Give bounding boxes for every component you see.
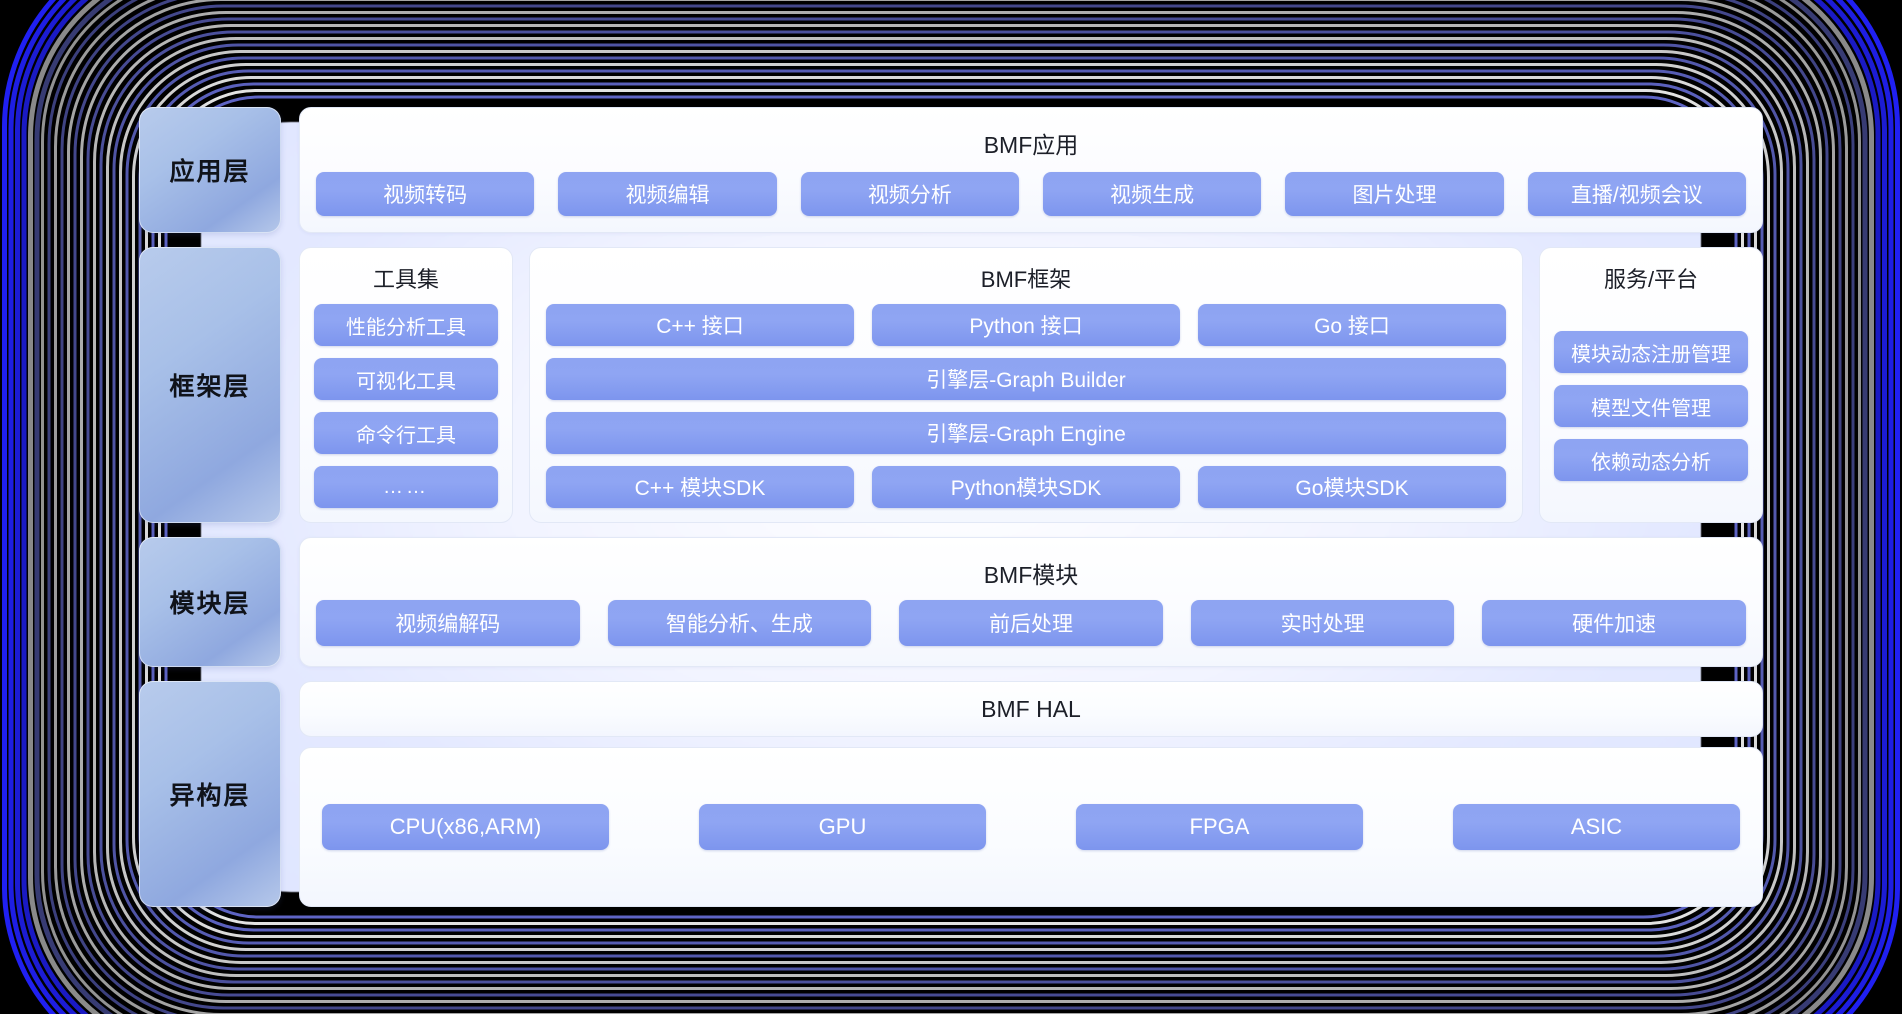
layer-module: 模块层 BMF模块 视频编解码 智能分析、生成 前后处理 实时处理 硬件加速 [139,537,1763,667]
panel-title-hal: BMF HAL [299,681,1763,737]
panel-title-framework: BMF框架 [980,267,1072,292]
chip-module-0[interactable]: 视频编解码 [316,600,580,646]
chip-service-2[interactable]: 依赖动态分析 [1554,439,1748,481]
layer-framework: 框架层 工具集 性能分析工具 可视化工具 命令行工具 …… BMF框架 [139,247,1763,523]
architecture-card: 应用层 BMF应用 视频转码 视频编辑 视频分析 视频生成 图片处理 直播/视频… [139,107,1763,907]
chip-app-0[interactable]: 视频转码 [316,172,535,216]
toolset-chip-stack: 性能分析工具 可视化工具 命令行工具 …… [314,304,498,508]
panel-title-service-platform: 服务/平台 [1603,267,1699,292]
hal-chip-row: CPU(x86,ARM) GPU FPGA ASIC [322,804,1740,850]
chip-service-0[interactable]: 模块动态注册管理 [1554,331,1748,373]
application-chip-row: 视频转码 视频编辑 视频分析 视频生成 图片处理 直播/视频会议 [316,170,1746,216]
chip-hal-gpu[interactable]: GPU [699,804,986,850]
chip-module-2[interactable]: 前后处理 [899,600,1163,646]
chip-interface-python[interactable]: Python 接口 [872,304,1180,346]
framework-chip-stack: C++ 接口 Python 接口 Go 接口 引擎层-Graph Builder… [546,304,1506,508]
chip-engine-graph-engine[interactable]: 引擎层-Graph Engine [546,412,1506,454]
chip-hal-asic[interactable]: ASIC [1453,804,1740,850]
framework-interface-row: C++ 接口 Python 接口 Go 接口 [546,304,1506,346]
chip-hal-cpu[interactable]: CPU(x86,ARM) [322,804,609,850]
chip-module-3[interactable]: 实时处理 [1190,600,1455,646]
chip-sdk-python[interactable]: Python模块SDK [872,466,1180,508]
chip-app-5[interactable]: 直播/视频会议 [1527,172,1746,216]
chip-app-3[interactable]: 视频生成 [1042,172,1262,216]
panel-bmf-hal: BMF HAL CPU(x86,ARM) GPU FPGA ASIC [299,681,1763,907]
layer-tag-module: 模块层 [139,537,281,667]
module-chip-row: 视频编解码 智能分析、生成 前后处理 实时处理 硬件加速 [316,600,1746,646]
panel-title-application: BMF应用 [983,132,1079,158]
chip-module-1[interactable]: 智能分析、生成 [607,600,872,646]
layer-list: 应用层 BMF应用 视频转码 视频编辑 视频分析 视频生成 图片处理 直播/视频… [139,107,1763,907]
chip-tool-1[interactable]: 可视化工具 [314,358,498,400]
service-chip-stack: 模块动态注册管理 模型文件管理 依赖动态分析 [1554,304,1748,508]
chip-hal-fpga[interactable]: FPGA [1076,804,1363,850]
chip-service-1[interactable]: 模型文件管理 [1554,385,1748,427]
chip-app-4[interactable]: 图片处理 [1285,172,1504,216]
chip-tool-0[interactable]: 性能分析工具 [314,304,498,346]
panel-toolset: 工具集 性能分析工具 可视化工具 命令行工具 …… [299,247,513,523]
hal-device-box: CPU(x86,ARM) GPU FPGA ASIC [299,747,1763,907]
chip-engine-graph-builder[interactable]: 引擎层-Graph Builder [546,358,1506,400]
layer-heterogeneous: 异构层 BMF HAL CPU(x86,ARM) GPU FPGA ASIC [139,681,1763,907]
layer-tag-application: 应用层 [139,107,281,233]
layer-tag-heterogeneous: 异构层 [139,681,281,907]
chip-app-2[interactable]: 视频分析 [800,172,1019,216]
panel-bmf-module: BMF模块 视频编解码 智能分析、生成 前后处理 实时处理 硬件加速 [299,537,1763,667]
panel-bmf-application: BMF应用 视频转码 视频编辑 视频分析 视频生成 图片处理 直播/视频会议 [299,107,1763,233]
framework-columns: 工具集 性能分析工具 可视化工具 命令行工具 …… BMF框架 C++ 接口 [299,247,1763,523]
panel-bmf-framework: BMF框架 C++ 接口 Python 接口 Go 接口 引擎层-Graph B… [529,247,1523,523]
panel-service-platform: 服务/平台 模块动态注册管理 模型文件管理 依赖动态分析 [1539,247,1763,523]
chip-tool-2[interactable]: 命令行工具 [314,412,498,454]
chip-interface-go[interactable]: Go 接口 [1198,304,1506,346]
chip-sdk-go[interactable]: Go模块SDK [1198,466,1506,508]
chip-app-1[interactable]: 视频编辑 [558,172,777,216]
panel-title-toolset: 工具集 [372,267,439,292]
chip-interface-cpp[interactable]: C++ 接口 [546,304,854,346]
framework-sdk-row: C++ 模块SDK Python模块SDK Go模块SDK [546,466,1506,508]
panel-title-module: BMF模块 [983,562,1079,588]
chip-sdk-cpp[interactable]: C++ 模块SDK [546,466,854,508]
chip-module-4[interactable]: 硬件加速 [1482,600,1746,646]
chip-tool-more[interactable]: …… [314,466,498,508]
layer-tag-framework: 框架层 [139,247,281,523]
layer-application: 应用层 BMF应用 视频转码 视频编辑 视频分析 视频生成 图片处理 直播/视频… [139,107,1763,233]
